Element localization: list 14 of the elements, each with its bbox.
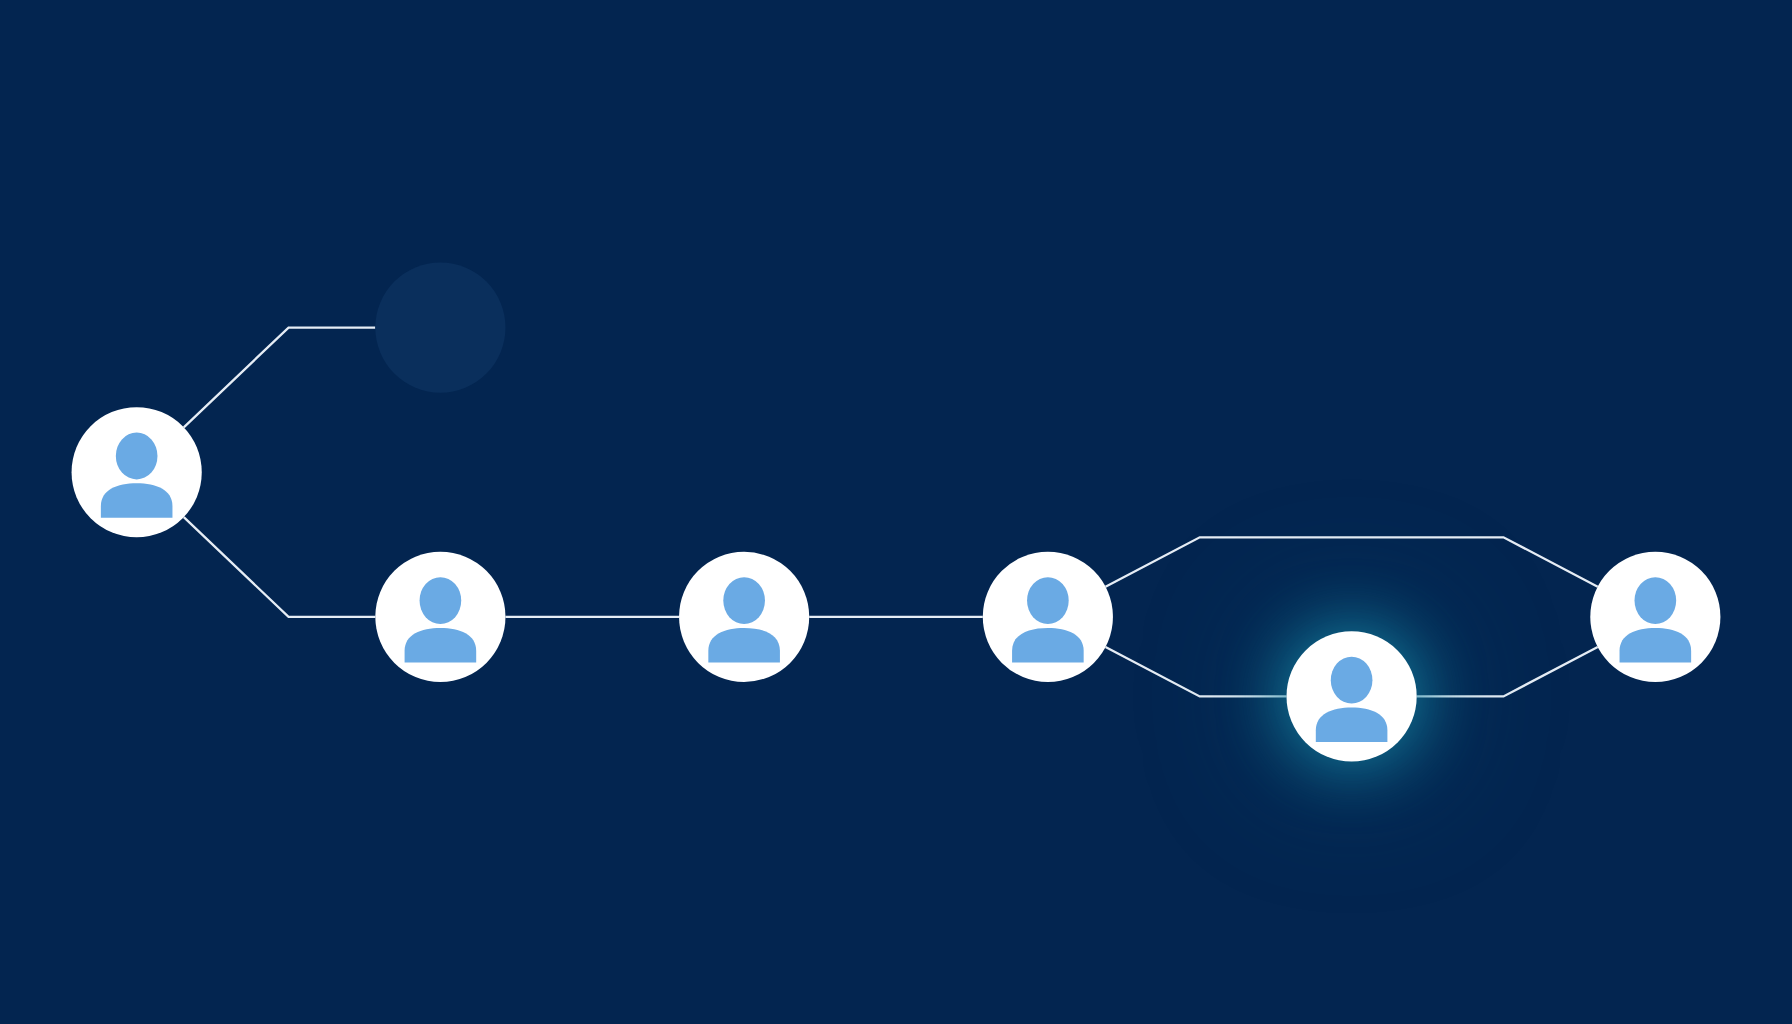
- avatar-circle: [679, 551, 810, 682]
- empty-circle: [375, 262, 506, 393]
- connector-line: [1105, 536, 1599, 588]
- avatar-circle: [375, 551, 506, 682]
- connector-line: [1416, 646, 1599, 698]
- connector-line: [505, 615, 680, 618]
- avatar-circle: [1590, 551, 1721, 682]
- connector-line: [183, 326, 376, 429]
- avatar-circle: [1286, 631, 1417, 762]
- avatar-circle: [982, 551, 1113, 682]
- connector-line: [1105, 646, 1287, 698]
- avatar-circle: [71, 407, 202, 538]
- connector-line: [809, 615, 983, 618]
- connector-line: [183, 516, 376, 618]
